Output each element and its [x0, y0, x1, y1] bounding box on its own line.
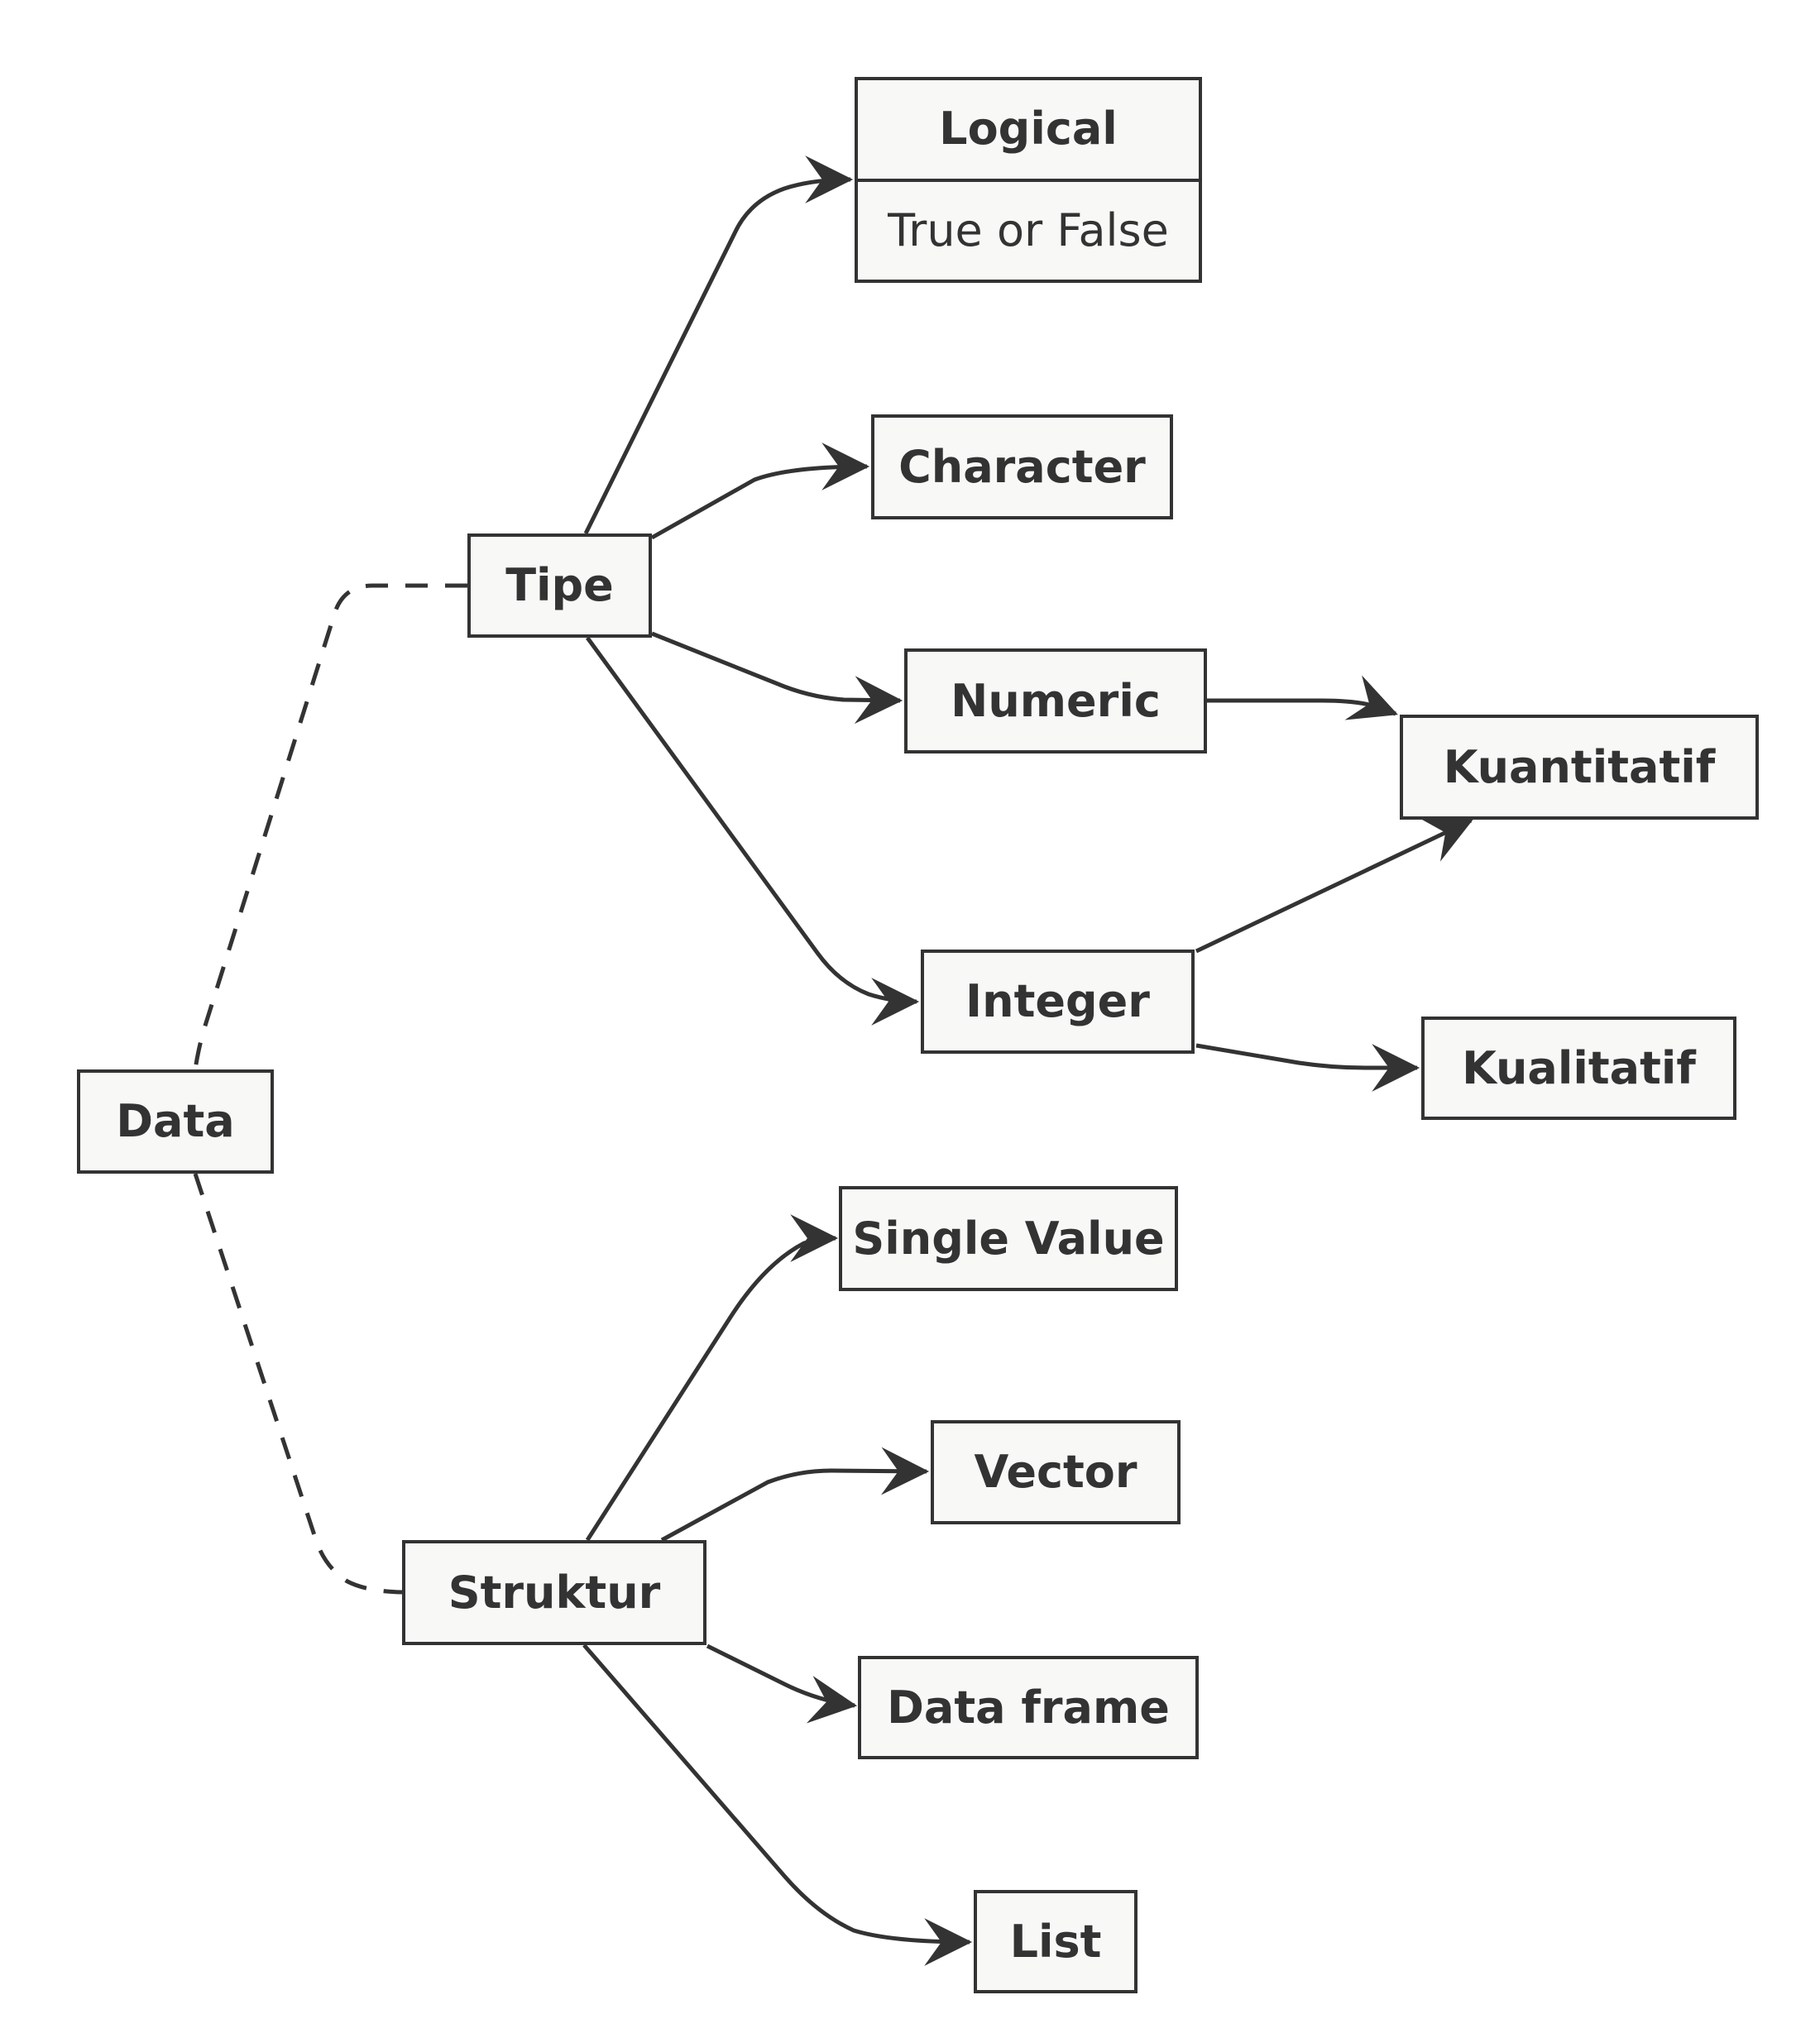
node-character: Character [871, 414, 1173, 519]
edge-tipe-integer [585, 636, 920, 1026]
node-numeric: Numeric [904, 648, 1207, 753]
node-tipe: Tipe [467, 533, 652, 638]
edge-tipe-logical [583, 155, 854, 535]
node-kuantitatif-label: Kuantitatif [1443, 740, 1716, 793]
node-logical-sublabel: True or False [888, 203, 1169, 256]
edge-data-struktur [193, 1173, 403, 1595]
node-kualitatif: Kualitatif [1421, 1017, 1736, 1120]
node-list: List [974, 1890, 1138, 1993]
node-data-label: Data [116, 1095, 235, 1147]
node-numeric-label: Numeric [951, 674, 1161, 727]
edge-struktur-vector [660, 1447, 930, 1543]
edge-data-tipe [193, 583, 467, 1070]
node-struktur: Struktur [402, 1540, 706, 1645]
edge-struktur-data-frame [706, 1643, 858, 1724]
edge-tipe-character [650, 443, 870, 540]
node-data-frame: Data frame [858, 1656, 1199, 1759]
edge-tipe-numeric [651, 631, 903, 725]
node-integer-label: Integer [965, 975, 1150, 1027]
node-logical-title-cell: Logical [858, 80, 1199, 179]
node-logical-label: Logical [939, 103, 1118, 155]
edge-integer-kuantitatif [1195, 818, 1473, 954]
node-data-frame-label: Data frame [887, 1681, 1170, 1734]
node-kuantitatif: Kuantitatif [1400, 715, 1759, 820]
node-logical: Logical True or False [855, 77, 1202, 283]
node-single-value: Single Value [839, 1186, 1178, 1291]
node-character-label: Character [898, 440, 1146, 493]
edge-struktur-list [582, 1643, 973, 1966]
node-tipe-label: Tipe [505, 559, 614, 611]
node-data: Data [77, 1069, 274, 1174]
node-vector: Vector [931, 1420, 1181, 1524]
edge-numeric-kuantitatif [1207, 675, 1398, 720]
node-logical-sub-cell: True or False [858, 178, 1199, 280]
edge-struktur-single-value [585, 1214, 839, 1542]
node-vector-label: Vector [974, 1446, 1138, 1498]
node-kualitatif-label: Kualitatif [1462, 1041, 1696, 1094]
node-struktur-label: Struktur [448, 1566, 661, 1619]
node-single-value-label: Single Value [852, 1212, 1165, 1265]
edge-integer-kualitatif [1195, 1043, 1420, 1092]
node-list-label: List [1009, 1915, 1102, 1968]
node-integer: Integer [921, 950, 1195, 1054]
